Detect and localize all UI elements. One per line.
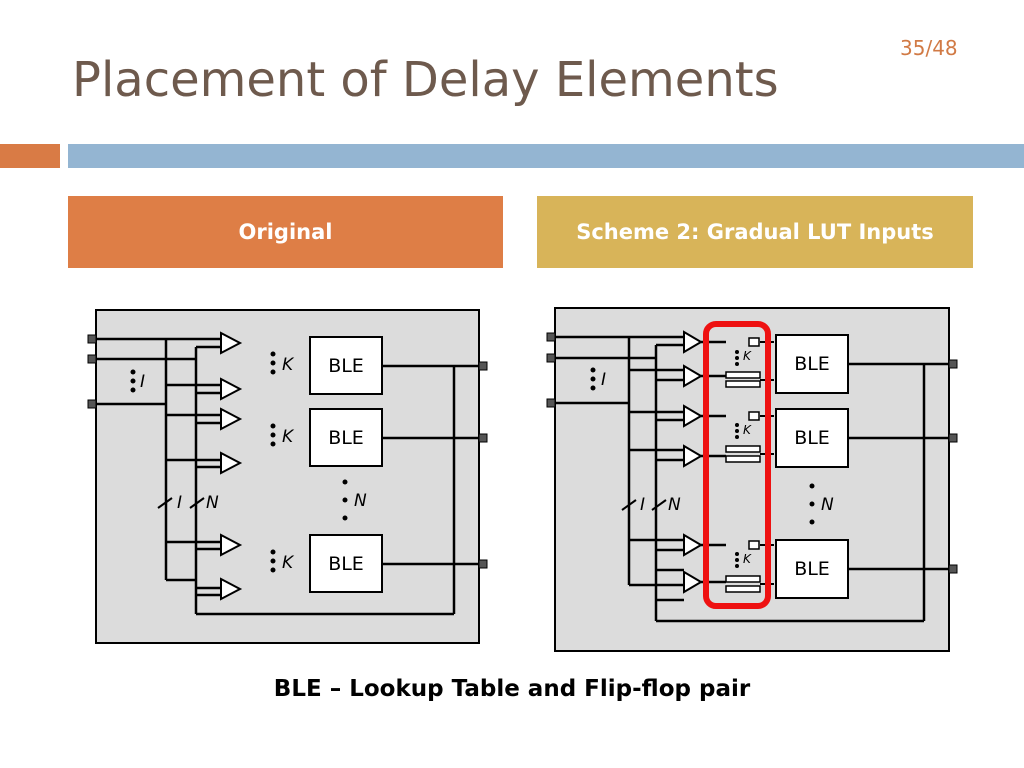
bus-n-label: N: [668, 495, 681, 515]
i-label: I: [140, 372, 145, 392]
k-label: K: [743, 349, 752, 363]
original-cluster-diagram: BLE BLE BLE K K K I N I N: [87, 309, 488, 644]
input-pin: [87, 334, 97, 344]
ble-label: BLE: [794, 353, 830, 375]
ble-block: [309, 336, 383, 395]
output-pin: [948, 433, 958, 443]
page-number: 35/48: [900, 36, 958, 60]
accent-bar-right: [68, 144, 1024, 168]
routing-wires: [96, 337, 479, 616]
input-pin: [546, 332, 556, 342]
delay-element: [725, 455, 761, 463]
scheme-cluster-diagram: BLE BLE BLE K K K I N I N: [546, 307, 958, 652]
ble-label: BLE: [794, 558, 830, 580]
delay-element: [725, 445, 761, 453]
routing-wires: [555, 335, 949, 623]
n-label: N: [821, 495, 834, 515]
mux-icon: [220, 407, 243, 431]
ble-block: [309, 408, 383, 467]
input-pin: [546, 353, 556, 363]
bus-slash-marks: [157, 497, 205, 509]
delay-element: [748, 411, 760, 421]
k-ellipsis-dots: [130, 351, 348, 573]
mux-icon: [220, 377, 243, 401]
k-label: K: [282, 427, 295, 447]
mux-icon: [683, 444, 703, 468]
output-pin: [478, 559, 488, 569]
ble-label: BLE: [328, 427, 364, 449]
header-scheme: Scheme 2: Gradual LUT Inputs: [537, 196, 973, 268]
mux-icon: [220, 577, 243, 601]
delay-element: [748, 337, 760, 347]
input-pin: [87, 399, 97, 409]
delay-element: [748, 540, 760, 550]
ble-block: [309, 534, 383, 593]
mux-icon: [220, 451, 243, 475]
ble-label: BLE: [328, 553, 364, 575]
header-original: Original: [68, 196, 503, 268]
bus-i-label: I: [640, 495, 645, 515]
bus-i-label: I: [177, 493, 182, 513]
mux-icon: [683, 330, 703, 354]
output-pin: [478, 433, 488, 443]
ble-block: [775, 408, 849, 468]
cluster-boundary: [554, 307, 950, 652]
k-ellipsis-dots: [590, 350, 815, 568]
bus-n-label: N: [206, 493, 219, 513]
delay-element: [725, 380, 761, 388]
output-pin: [478, 361, 488, 371]
k-label: K: [282, 355, 295, 375]
mux-icon: [220, 533, 243, 557]
input-pin: [546, 398, 556, 408]
slide-caption: BLE – Lookup Table and Flip-flop pair: [273, 676, 751, 702]
i-label: I: [601, 370, 606, 390]
output-pin: [948, 564, 958, 574]
ble-label: BLE: [794, 427, 830, 449]
header-original-label: Original: [238, 220, 333, 244]
bus-slash-marks: [621, 499, 667, 511]
delay-elements: [725, 337, 761, 593]
mux-group: [683, 330, 703, 594]
delay-highlight-box: [703, 321, 771, 609]
slide-title: Placement of Delay Elements: [72, 52, 779, 108]
mux-icon: [220, 331, 243, 355]
k-label: K: [282, 553, 295, 573]
k-label: K: [743, 552, 752, 566]
accent-bar-left: [0, 144, 60, 168]
mux-icon: [683, 404, 703, 428]
k-label: K: [743, 423, 752, 437]
delay-element: [725, 371, 761, 379]
input-pin: [87, 354, 97, 364]
ble-label: BLE: [328, 355, 364, 377]
mux-icon: [683, 533, 703, 557]
mux-group: [220, 331, 243, 601]
header-scheme-label: Scheme 2: Gradual LUT Inputs: [576, 220, 934, 244]
delay-element: [725, 585, 761, 593]
mux-icon: [683, 364, 703, 388]
ble-block: [775, 334, 849, 394]
ble-block: [775, 539, 849, 599]
n-label: N: [354, 491, 367, 511]
output-pin: [948, 359, 958, 369]
mux-icon: [683, 570, 703, 594]
delay-element: [725, 575, 761, 583]
